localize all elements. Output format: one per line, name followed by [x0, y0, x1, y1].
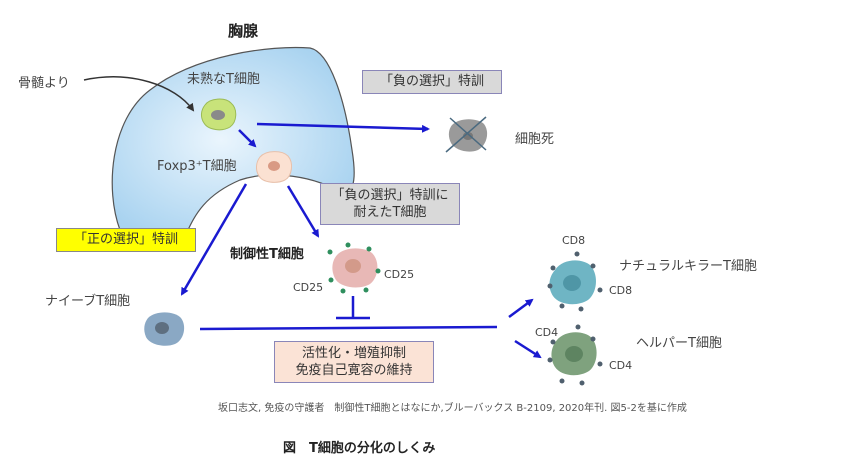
suppression-box: 活性化・増殖抑制 免疫自己寛容の維持	[274, 341, 434, 383]
negative-selection-box: 「負の選択」特訓	[362, 70, 502, 94]
negative-selection-text: 「負の選択」特訓	[379, 74, 484, 89]
positive-selection-box: 「正の選択」特訓	[56, 228, 196, 252]
helper-t-cell	[547, 324, 603, 386]
positive-selection-text: 「正の選択」特訓	[73, 232, 178, 247]
survived-line-2: 耐えたT細胞	[353, 205, 427, 220]
survived-negative-selection-box: 「負の選択」特訓に 耐えたT細胞	[320, 183, 460, 225]
arrow-to-nk	[508, 298, 534, 319]
immature-t-cell	[201, 98, 237, 131]
foxp3-t-cell	[256, 151, 293, 183]
cd8-top-label: CD8	[562, 234, 586, 247]
suppression-line-1: 活性化・増殖抑制	[301, 346, 406, 361]
citation: 坂口志文, 免疫の守護者 制御性T細胞とはなにか,ブルーバックス B-2109,…	[218, 403, 687, 414]
arrow-to-foxp3	[238, 129, 257, 148]
thymus-title: 胸腺	[228, 22, 259, 40]
nk-t-cell	[547, 251, 603, 312]
naive-t-cell-label: ナイーブT細胞	[45, 294, 131, 309]
thymus-shape	[111, 46, 355, 233]
cd4-left-label: CD4	[535, 326, 559, 339]
survived-line-1: 「負の選択」特訓に	[331, 188, 449, 203]
arrow-to-death	[256, 122, 430, 133]
helper-t-cell-label: ヘルパーT細胞	[636, 336, 722, 351]
foxp3-t-cell-label: Foxp3⁺T細胞	[157, 159, 237, 174]
dead-cell-icon	[445, 116, 488, 153]
arrow-to-regulatory	[286, 185, 320, 238]
cell-death-label: 細胞死	[515, 132, 555, 147]
bone-marrow-arrow	[83, 76, 195, 112]
from-bone-marrow-label: 骨髄より	[18, 76, 70, 91]
arrow-to-naive	[180, 183, 248, 296]
suppression-line-2: 免疫自己寛容の維持	[295, 363, 413, 378]
figure-caption: 図 T細胞の分化のしくみ	[283, 441, 436, 456]
cd8-right-label: CD8	[609, 284, 633, 297]
arrow-to-helper	[514, 339, 542, 359]
nk-t-cell-label: ナチュラルキラーT細胞	[619, 259, 757, 274]
cd25-left-label: CD25	[293, 281, 324, 294]
cd25-right-label: CD25	[384, 268, 415, 281]
naive-t-cell	[144, 312, 185, 346]
regulatory-t-cell-label: 制御性T細胞	[230, 247, 304, 262]
cd4-right-label: CD4	[609, 359, 633, 372]
activation-line	[199, 325, 498, 331]
immature-t-cell-label: 未熟なT細胞	[187, 72, 260, 87]
regulatory-t-cell	[327, 242, 381, 294]
